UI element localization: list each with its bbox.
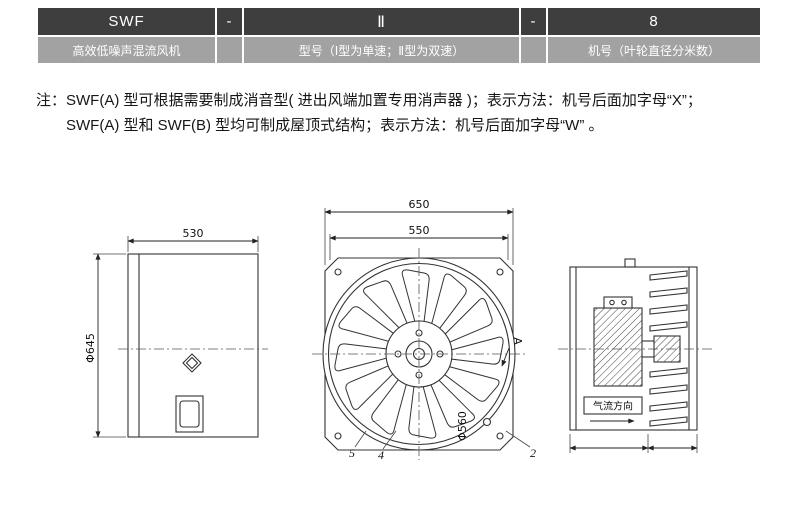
note-prefix: 注：: [36, 92, 67, 109]
front-view-inner-dia-dimension: 550: [329, 224, 509, 260]
model-code-separator-1: -: [217, 8, 242, 35]
terminal-box: [175, 395, 204, 433]
notes: 注： SWF(A) 型可根据需要制成消音型( 进出风端加置专用消声器 )；表示方…: [36, 88, 702, 138]
model-desc-separator-1: [217, 37, 242, 63]
front-view-plate-width-dimension: 650: [324, 200, 514, 265]
brand-diamond-mark: [182, 353, 202, 373]
plate-corner-holes: [334, 268, 504, 440]
flange-bolt-hole: [482, 417, 492, 427]
model-code-series: SWF: [38, 8, 215, 35]
part-number-2: 2: [530, 446, 536, 460]
drawings-svg: 530 Φ645: [84, 200, 712, 462]
model-desc-series: 高效低噪声混流风机: [38, 37, 215, 63]
model-desc-type: 型号（Ⅰ型为单速；Ⅱ型为双速）: [244, 37, 519, 63]
side-view-diameter-dim-label: Φ645: [84, 333, 97, 363]
casing-inner-circle: [327, 262, 511, 446]
front-view-plate-width-label: 650: [409, 200, 430, 211]
side-view-width-dim-label: 530: [183, 227, 204, 240]
motor-terminal-box: [603, 296, 633, 309]
bolt-circle-dimension: Φ560: [456, 411, 492, 441]
airflow-direction: 气流方向: [583, 396, 643, 424]
motor-block: [593, 296, 643, 387]
note-line-1: SWF(A) 型可根据需要制成消音型( 进出风端加置专用消声器 )；表示方法：机…: [66, 92, 702, 109]
section-bottom-dimensions: [569, 434, 698, 453]
bolt-circle-dim-label: Φ560: [456, 411, 469, 441]
part-number-4: 4: [378, 448, 384, 462]
side-view-drawing: 530 Φ645: [84, 227, 268, 438]
model-desc-size: 机号（叶轮直径分米数）: [548, 37, 760, 63]
section-impeller-blades: [649, 270, 688, 427]
section-label: A: [511, 337, 524, 345]
fan-housing-outline: [127, 253, 259, 438]
model-code-type: Ⅱ: [244, 8, 519, 35]
side-view-diameter-dimension: Φ645: [84, 253, 126, 438]
front-view-drawing: 650 550: [312, 200, 536, 462]
model-desc-separator-2: [521, 37, 546, 63]
airflow-direction-box: [583, 396, 643, 415]
airflow-direction-label: 气流方向: [593, 400, 633, 413]
front-view-inner-dia-label: 550: [409, 224, 430, 237]
section-view-drawing: 气流方向: [558, 258, 712, 453]
part-callouts: 5 4 2: [349, 430, 536, 462]
casing-top-bolt: [624, 258, 636, 268]
model-code-size: 8: [548, 8, 760, 35]
model-code-separator-2: -: [521, 8, 546, 35]
part-number-5: 5: [349, 446, 355, 460]
section-cut-marker: A: [501, 337, 524, 367]
note-body: SWF(A) 型可根据需要制成消音型( 进出风端加置专用消声器 )；表示方法：机…: [66, 88, 702, 138]
note-line-2: SWF(A) 型和 SWF(B) 型均可制成屋顶式结构；表示方法：机号后面加字母…: [66, 117, 604, 134]
model-code-table: SWF - Ⅱ - 8 高效低噪声混流风机 型号（Ⅰ型为单速；Ⅱ型为双速） 机号…: [38, 8, 760, 63]
side-view-width-dimension: 530: [127, 227, 259, 252]
